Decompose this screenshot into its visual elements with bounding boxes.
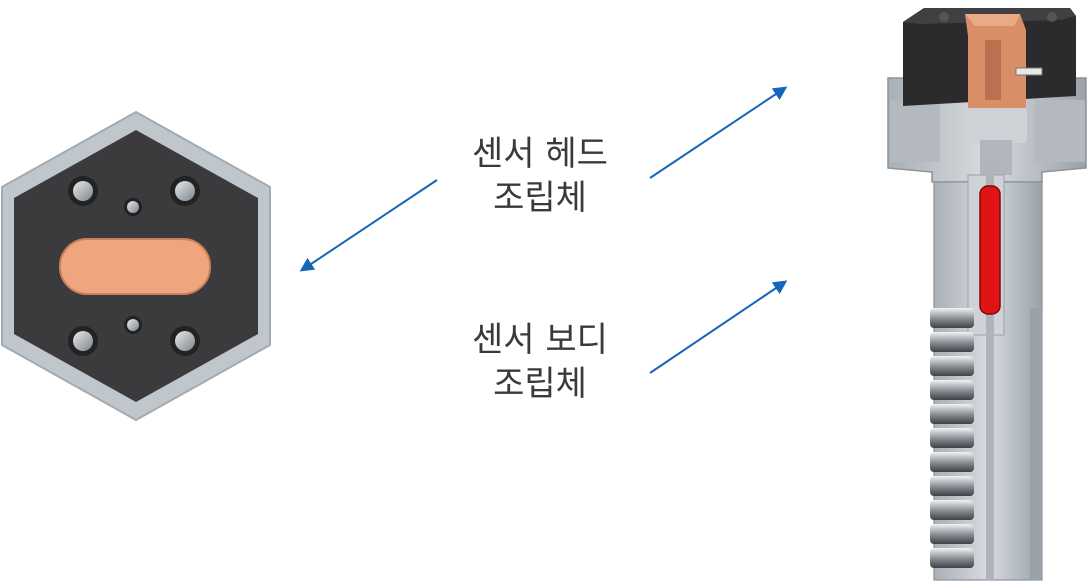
screw-top-left-icon <box>68 176 98 206</box>
arrow-head-to-face <box>299 179 438 272</box>
pin-top-icon <box>124 198 142 216</box>
label-sensor-body-line1: 센서 보디 <box>472 320 608 360</box>
sensing-element-icon <box>979 185 1001 315</box>
arrow-head-to-section <box>649 86 788 179</box>
screw-bottom-left-icon <box>68 326 98 356</box>
label-sensor-head-line1: 센서 헤드 <box>472 134 608 174</box>
contact-pad-icon <box>59 238 211 295</box>
hexagon-face-view-icon <box>1 110 271 422</box>
thread-section-icon <box>930 308 1042 580</box>
screw-bottom-right-icon <box>170 326 200 356</box>
arrow-body-to-section <box>649 280 788 374</box>
sensor-cross-section-icon <box>887 8 1087 581</box>
screw-top-right-icon <box>170 176 200 206</box>
label-sensor-head: 센서 헤드 조립체 <box>410 132 670 220</box>
pin-bottom-icon <box>124 316 142 334</box>
label-sensor-body-line2: 조립체 <box>493 364 587 404</box>
label-sensor-body: 센서 보디 조립체 <box>410 318 670 406</box>
label-sensor-head-line2: 조립체 <box>493 178 587 218</box>
